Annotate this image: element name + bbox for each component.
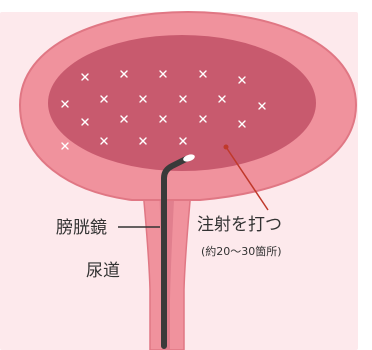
urethra-label: 尿道 bbox=[86, 261, 120, 281]
injection-pointer-dot bbox=[224, 145, 229, 150]
bladder-interior bbox=[48, 35, 316, 171]
cystoscope-label: 膀胱鏡 bbox=[56, 218, 107, 238]
injection-label: 注射を打つ bbox=[197, 215, 282, 235]
injection-note: (約20～30箇所) bbox=[201, 244, 282, 258]
bladder bbox=[20, 12, 356, 200]
